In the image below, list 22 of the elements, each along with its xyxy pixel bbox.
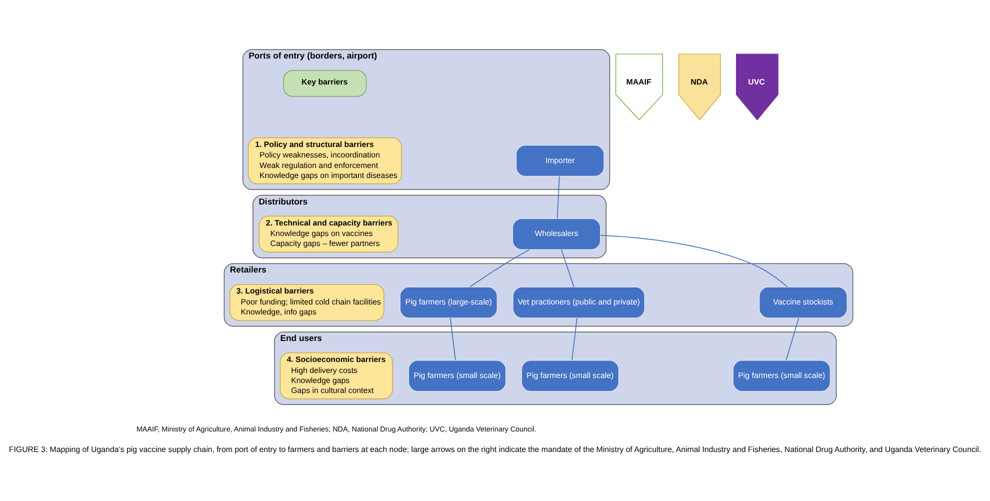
node-box: Key barriers [283, 70, 367, 97]
label: MAAIF, Ministry of Agriculture, Animal Industry and Fisheries; NDA, National Drug Authority; UVC, Uganda Veterinary Council. [136, 424, 536, 434]
node-box: Wholesalers [512, 218, 601, 250]
node-box: Pig farmers (large-scale) [400, 286, 498, 318]
node-box: Pig farmers (small scale) [732, 360, 831, 392]
node-box: Importer [516, 144, 604, 177]
node-box: 1. Policy and structural barriers Policy weaknesses, incoordination Weak regulation and enforcement Knowledge gaps on important diseases [248, 137, 402, 184]
connector [786, 318, 800, 361]
connector [556, 176, 560, 219]
node-box: Vet practioners (public and private) [512, 286, 645, 318]
node-box: 2. Technical and capacity barriers Knowledge gaps on vaccines Capacity gaps – fewer partners [258, 216, 398, 252]
node-box: 3. Logistical barriers Poor funding; limited cold chain facilities Knowledge, info gaps [230, 284, 384, 321]
node-box: Pig farmers (small scale) [521, 360, 620, 392]
node-box: 4. Socioeconomic barriers High delivery costs Knowledge gaps Gaps in cultural context [280, 352, 393, 400]
caption: FIGURE 3: Mapping of Uganda’s pig vaccine supply chain, from port of entry to farmers and barriers at each node; large arrows on the right indicate the mandate of the Ministry of Agriculture, Animal Industry and Fisheries, National Drug Authority, and Uganda Veterinary Council. [8, 444, 982, 454]
connector [470, 249, 530, 288]
node-box: Vaccine stockists [759, 286, 848, 318]
node-box: Pig farmers (small scale) [408, 360, 506, 392]
connector [600, 234, 788, 288]
connector [450, 318, 456, 361]
connector [561, 249, 574, 288]
connector [572, 318, 578, 361]
